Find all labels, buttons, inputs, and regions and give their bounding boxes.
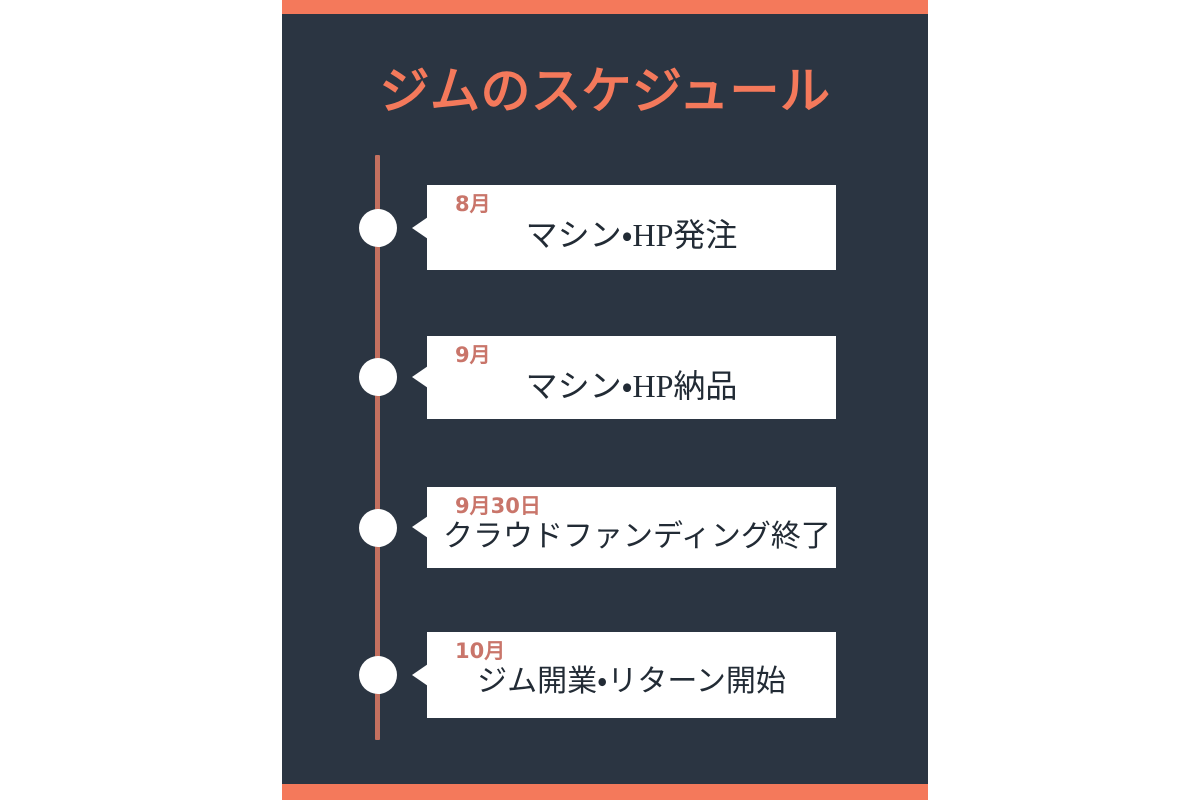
timeline-month-label: 9月30日 [455,494,541,518]
timeline-card[interactable]: 9月30日 クラウドファンディング終了 [412,487,836,568]
timeline-dot-icon [359,656,397,694]
timeline-event-text: マシン・HP納品 [525,368,738,404]
timeline-event-text: マシン・HP発注 [525,217,738,253]
timeline-panel: ジムのスケジュール 8月 マシン・HP発注 9月 マシン・HP納品 9月30日 … [282,0,928,800]
page-title: ジムのスケジュール [379,62,831,120]
bottom-accent-bar [282,784,928,800]
timeline-dot-icon [359,509,397,547]
timeline-dot-icon [359,358,397,396]
top-accent-bar [282,0,928,14]
timeline-spine [375,155,380,740]
timeline-event-text: ジム開業・リターン開始 [477,665,786,698]
timeline-card[interactable]: 9月 マシン・HP納品 [412,336,836,419]
timeline-month-label: 9月 [455,343,491,367]
timeline-card[interactable]: 8月 マシン・HP発注 [412,185,836,270]
timeline-card[interactable]: 10月 ジム開業・リターン開始 [412,632,836,718]
timeline-month-label: 10月 [455,639,506,663]
timeline-dot-icon [359,209,397,247]
timeline-event-text: クラウドファンディング終了 [443,520,831,553]
timeline-month-label: 8月 [455,192,491,216]
